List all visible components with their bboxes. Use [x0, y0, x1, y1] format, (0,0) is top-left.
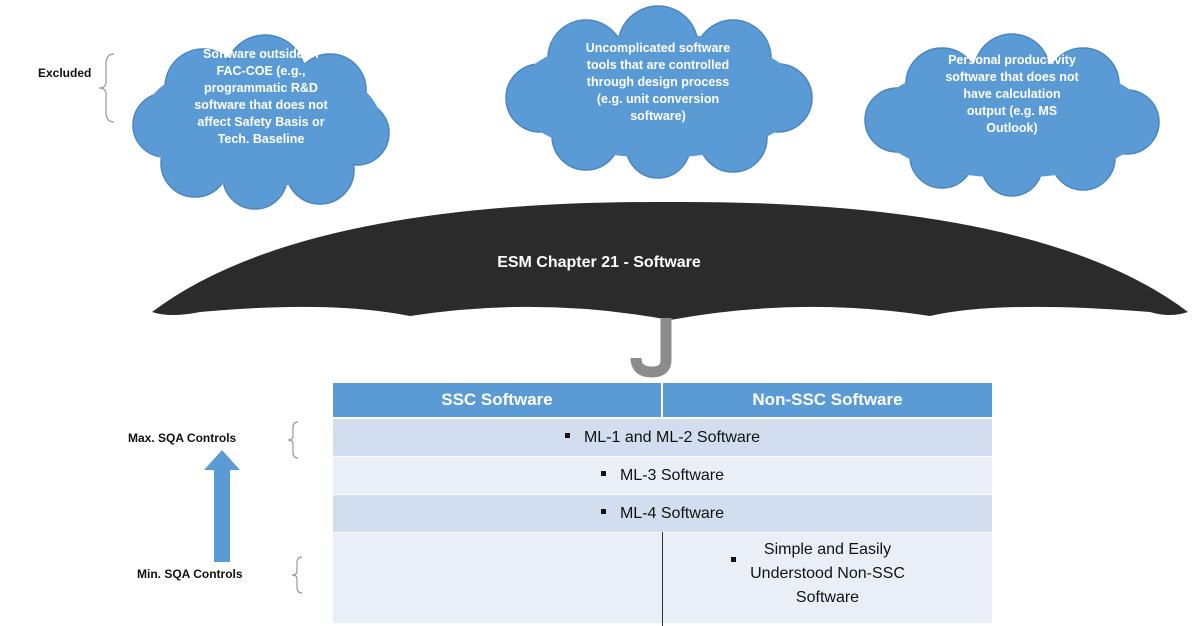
- cloud-shape: [864, 33, 1160, 197]
- min-sqa-controls-label: Min. SQA Controls: [137, 567, 243, 581]
- last-row-ssc-cell: [333, 532, 662, 623]
- column-divider: [662, 532, 663, 626]
- excluded-brace: [98, 53, 115, 123]
- cloud-shape: [505, 5, 813, 179]
- umbrella-canopy: [152, 201, 1188, 320]
- cloud-text: Uncomplicated software tools that are co…: [585, 41, 731, 123]
- software-table: SSC Software Non-SSC Software ML-1 and M…: [333, 383, 992, 626]
- row-label: ML-1 and ML-2 Software: [583, 428, 761, 446]
- bullet-icon: [600, 509, 606, 514]
- last-row-non-ssc-cell: [663, 532, 992, 623]
- cloud-shape: [132, 34, 390, 210]
- cloud-uncomplicated-tools: Uncomplicated software tools that are co…: [498, 5, 818, 179]
- cloud-excluded-outside-fac-coe: Software outside of FAC-COE (e.g., progr…: [125, 34, 397, 210]
- cloud-text: Personal productivity software that does…: [945, 53, 1079, 135]
- bullet-icon: [564, 433, 570, 438]
- simple-non-ssc-software: Simple and Easily Understood Non-SSC Sof…: [750, 541, 905, 606]
- header-non-ssc-software: Non-SSC Software: [663, 383, 992, 417]
- bullet-icon: [600, 471, 606, 476]
- bullet-icon: [731, 557, 736, 562]
- cloud-text: Software outside of FAC-COE (e.g., progr…: [194, 47, 328, 146]
- row-ml-1-ml-2: ML-1 and ML-2 Software: [333, 418, 992, 456]
- row-ml-3: ML-3 Software: [333, 456, 992, 494]
- max-brace: [287, 421, 299, 459]
- umbrella-handle: [630, 318, 672, 378]
- umbrella-title: ESM Chapter 21 - Software: [497, 254, 701, 271]
- row-ml-4: ML-4 Software: [333, 494, 992, 532]
- row-label: ML-3 Software: [619, 466, 725, 484]
- header-ssc-software: SSC Software: [333, 383, 661, 417]
- max-sqa-controls-label: Max. SQA Controls: [128, 431, 237, 445]
- min-brace: [291, 556, 303, 594]
- row-label: ML-4 Software: [619, 504, 725, 522]
- excluded-label: Excluded: [38, 66, 92, 80]
- up-arrow-icon: [204, 450, 240, 562]
- cloud-personal-productivity: Personal productivity software that does…: [857, 33, 1167, 197]
